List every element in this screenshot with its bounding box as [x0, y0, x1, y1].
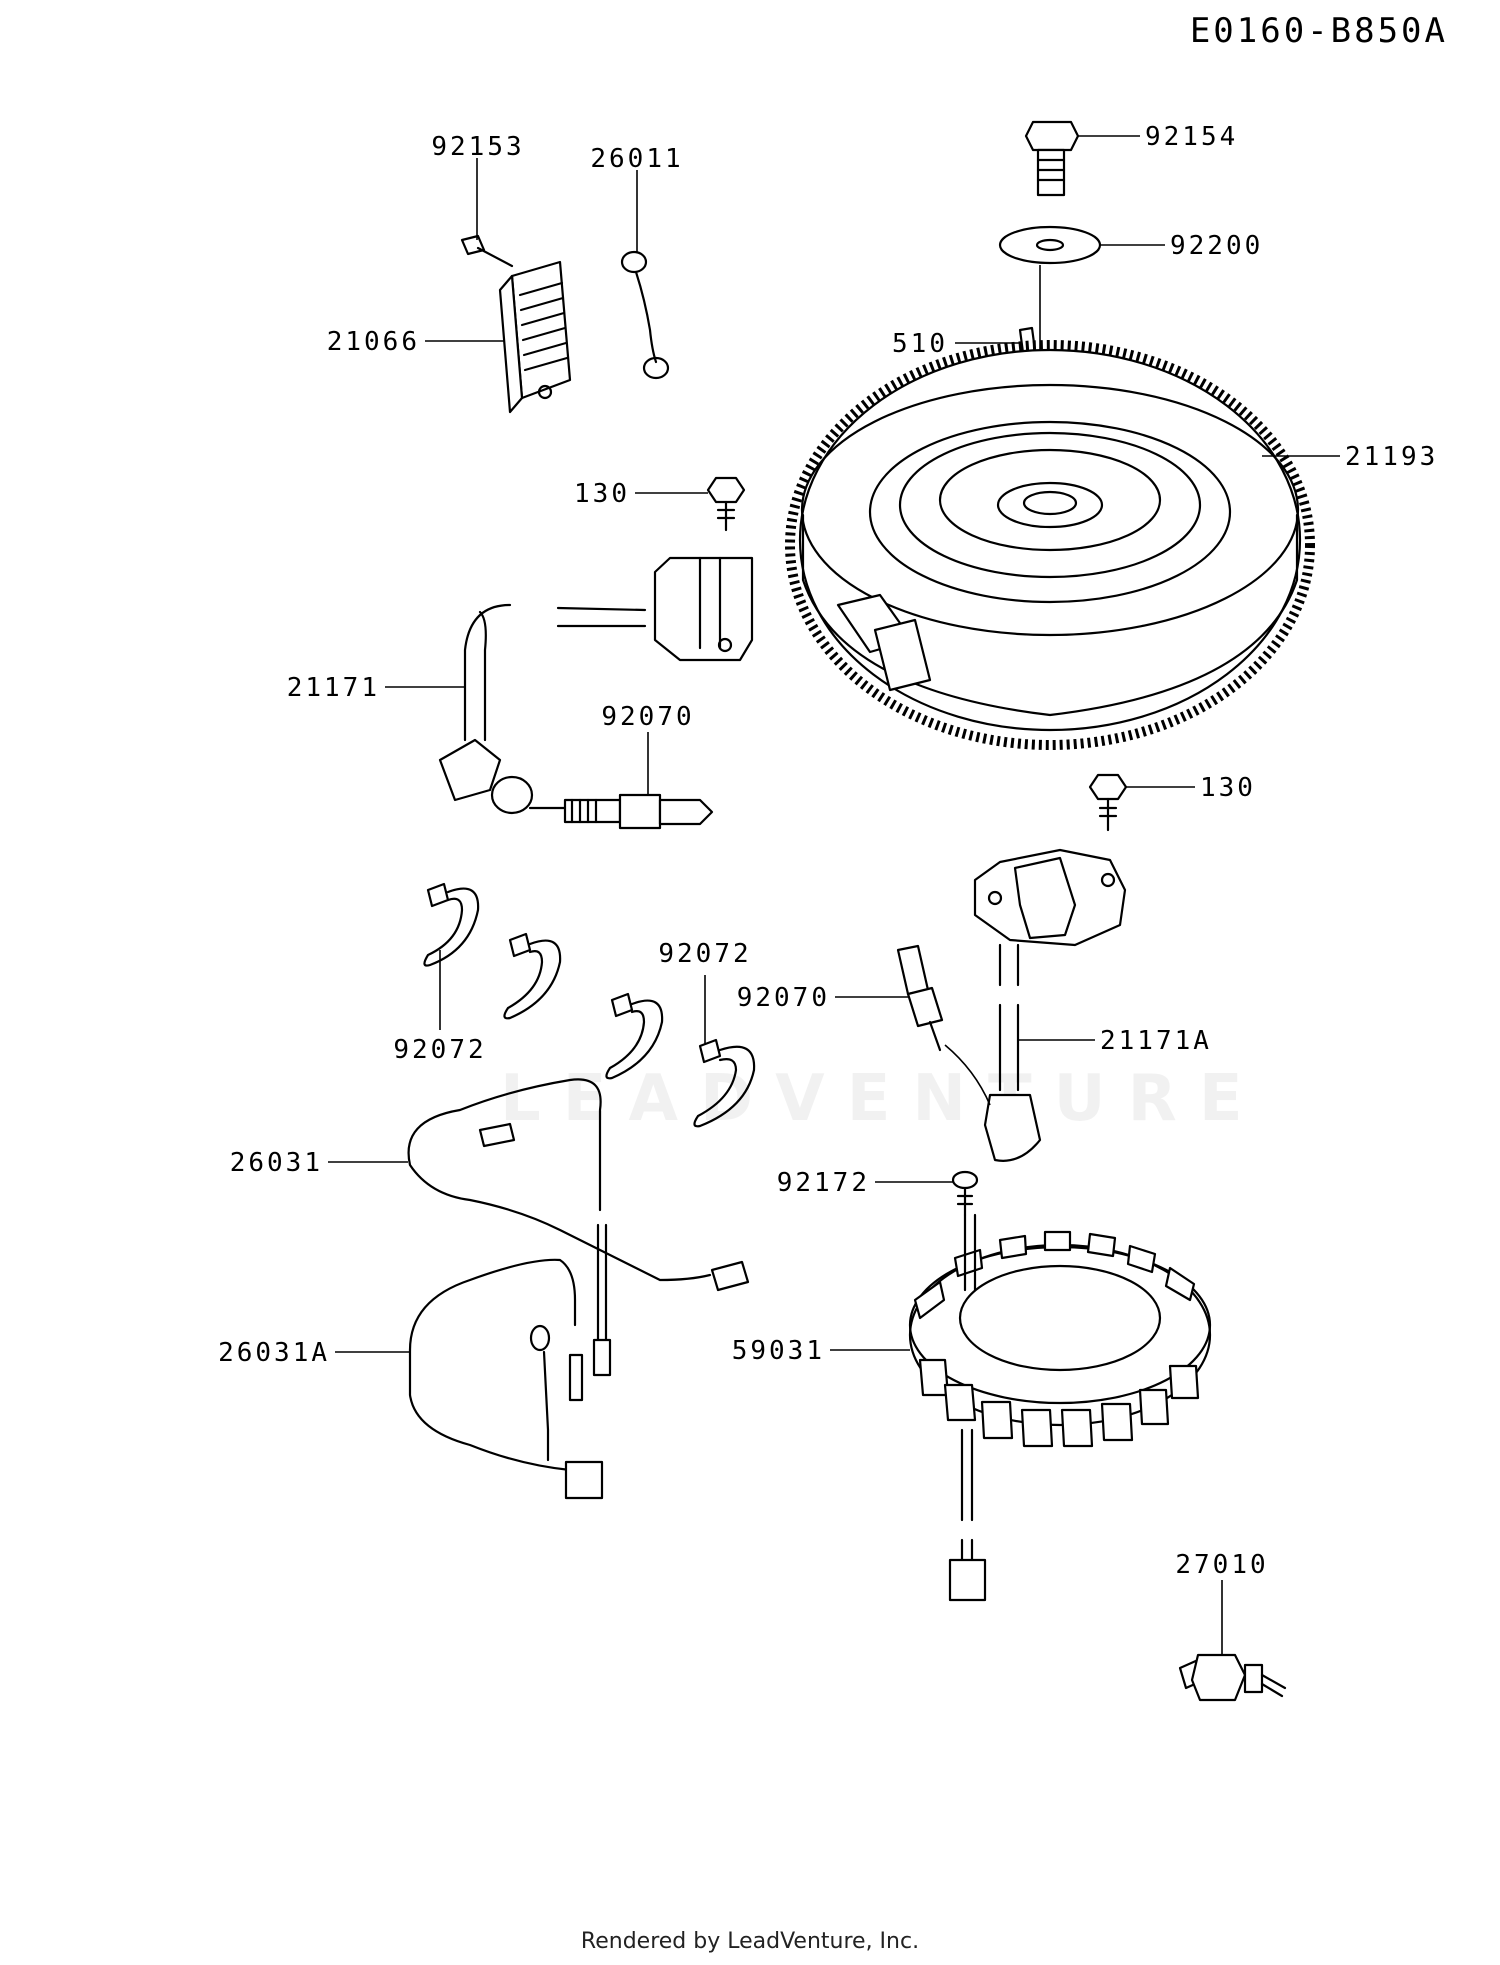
label-27010[interactable]: 27010 — [1175, 1550, 1268, 1580]
label-92070-right[interactable]: 92070 — [737, 983, 830, 1013]
washer-92200[interactable] — [998, 225, 1102, 265]
bolt-92154[interactable] — [1024, 120, 1080, 197]
label-21171A[interactable]: 21171A — [1100, 1026, 1212, 1056]
label-59031[interactable]: 59031 — [732, 1336, 825, 1366]
label-92072-mid[interactable]: 92072 — [658, 939, 751, 969]
screw-92153[interactable] — [460, 234, 514, 268]
label-21193[interactable]: 21193 — [1345, 442, 1438, 472]
clamp-92072-4[interactable] — [693, 1038, 756, 1128]
spark-plug-92070-right[interactable] — [896, 944, 991, 1106]
label-130-upper[interactable]: 130 — [574, 479, 630, 509]
diagram-code: E0160-B850A — [1190, 11, 1448, 51]
stator-59031[interactable] — [908, 1213, 1212, 1602]
label-92153[interactable]: 92153 — [431, 132, 524, 162]
label-21066[interactable]: 21066 — [327, 327, 420, 357]
label-26011[interactable]: 26011 — [590, 144, 683, 174]
ignition-coil-21171[interactable] — [438, 556, 754, 815]
label-92200[interactable]: 92200 — [1170, 231, 1263, 261]
label-21171[interactable]: 21171 — [287, 673, 380, 703]
harness-26031A[interactable] — [408, 1258, 604, 1500]
label-26031[interactable]: 26031 — [230, 1148, 323, 1178]
ground-wire-26011[interactable] — [620, 250, 670, 380]
clamp-92072-3[interactable] — [605, 992, 664, 1080]
bolt-130-lower[interactable] — [1088, 773, 1128, 832]
screw-92172[interactable] — [951, 1170, 979, 1217]
regulator-21066[interactable] — [498, 260, 572, 414]
label-510[interactable]: 510 — [892, 329, 948, 359]
switch-27010[interactable] — [1178, 1653, 1287, 1702]
label-26031A[interactable]: 26031A — [218, 1338, 330, 1368]
bolt-130-upper[interactable] — [706, 476, 746, 532]
clamp-92072-1[interactable] — [423, 882, 480, 967]
label-92070-left[interactable]: 92070 — [601, 702, 694, 732]
spark-plug-92070-left[interactable] — [528, 793, 714, 830]
footer-credit: Rendered by LeadVenture, Inc. — [581, 1929, 919, 1954]
label-92154[interactable]: 92154 — [1145, 122, 1238, 152]
label-92072-left[interactable]: 92072 — [393, 1035, 486, 1065]
flywheel-21193[interactable] — [785, 340, 1315, 750]
label-92172[interactable]: 92172 — [777, 1168, 870, 1198]
watermark: LEADVENTURE — [500, 1062, 1265, 1136]
clamp-92072-2[interactable] — [503, 932, 562, 1020]
harness-26031[interactable] — [407, 1078, 750, 1377]
label-130-lower[interactable]: 130 — [1200, 773, 1256, 803]
ignition-coil-21171A[interactable] — [973, 848, 1127, 1162]
